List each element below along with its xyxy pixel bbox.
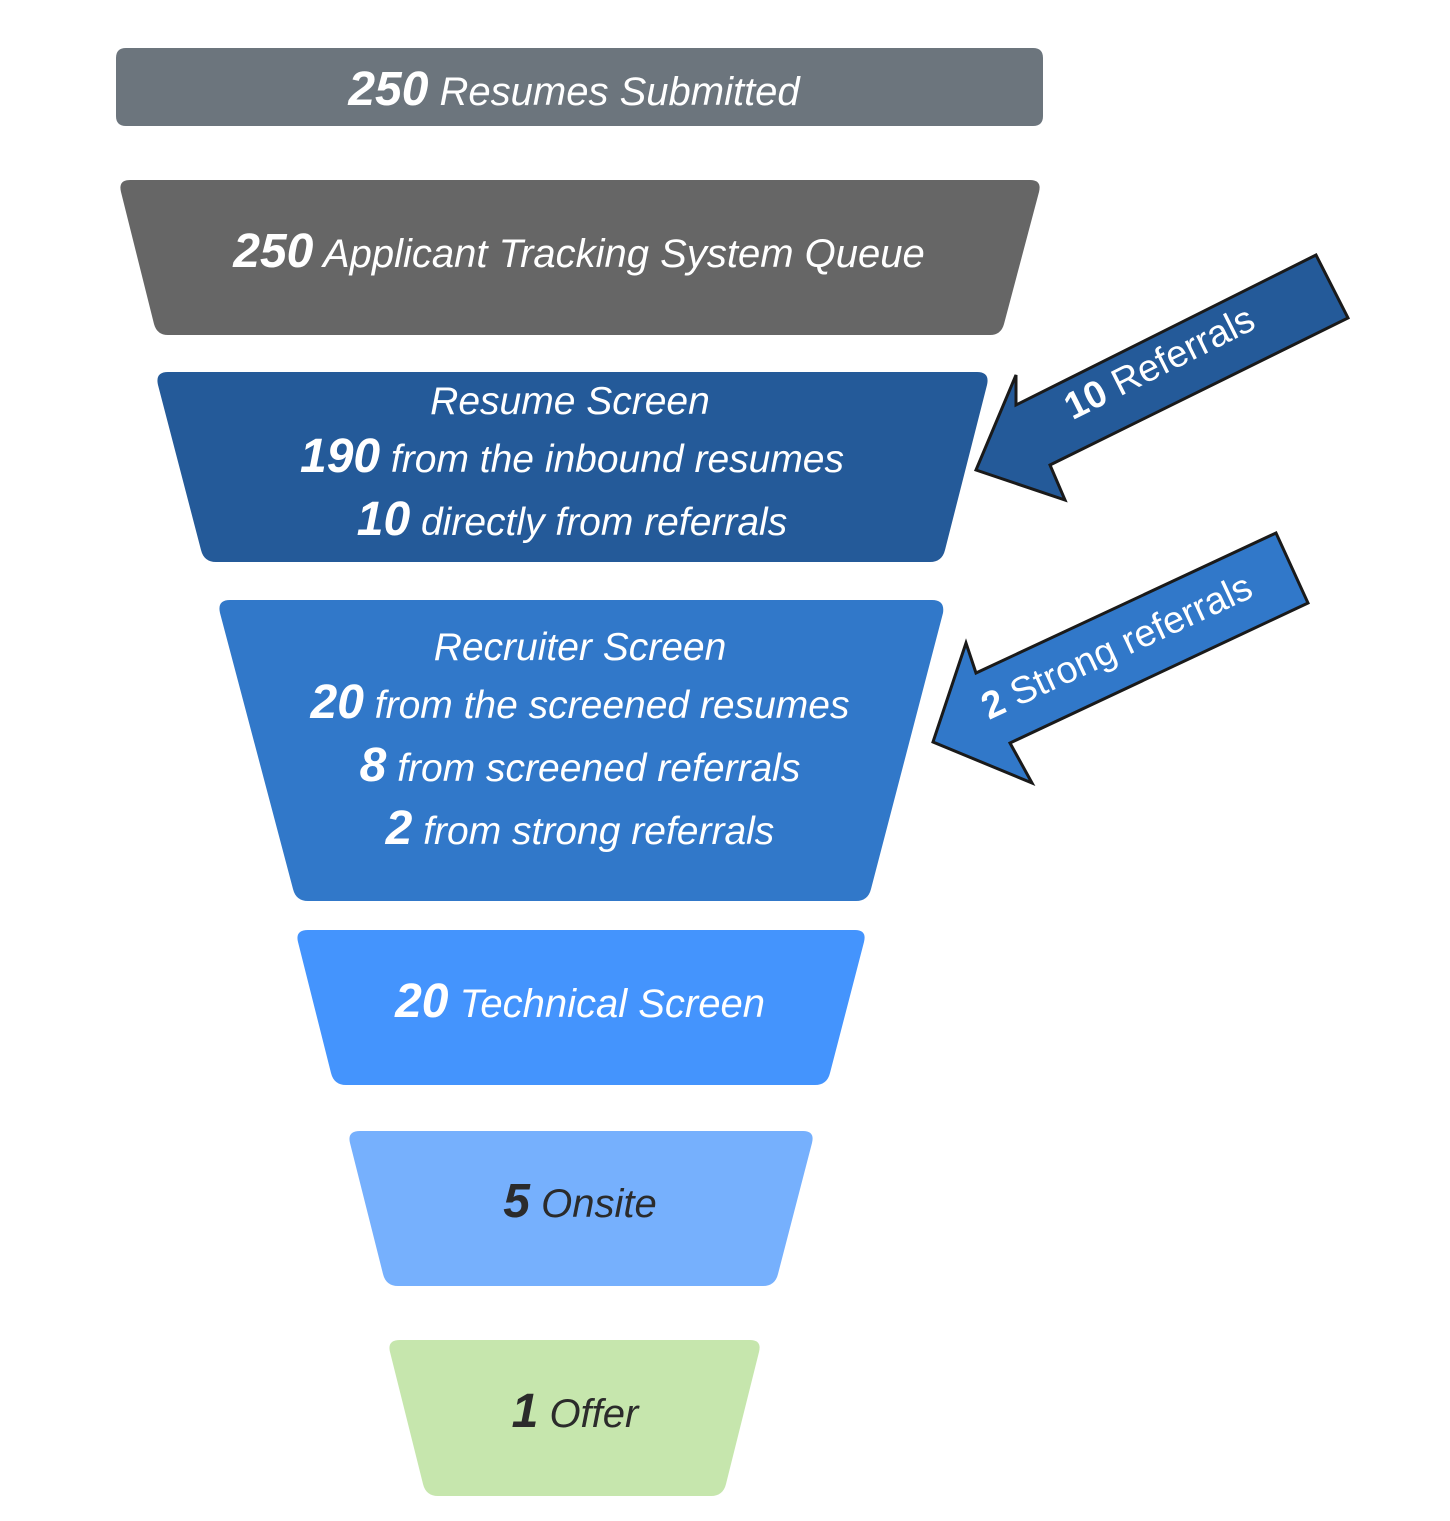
stage-shape — [116, 48, 1043, 126]
stage-detail: 2 from strong referrals — [385, 802, 775, 855]
stage-resumes-submitted: 250 Resumes Submitted — [116, 48, 1043, 126]
stage-title: Resume Screen — [430, 380, 710, 423]
stage-title: Resumes Submitted — [428, 70, 801, 114]
stage-count: 1 — [512, 1385, 539, 1438]
arrow-shape — [973, 252, 1351, 503]
stage-shape — [349, 1131, 813, 1286]
stage-title: Applicant Tracking System Queue — [313, 232, 924, 276]
stage-label: 5 Onsite — [503, 1175, 656, 1228]
stage-shape — [120, 180, 1040, 335]
arrow-referrals: 10 Referrals — [973, 252, 1351, 503]
stage-shape — [219, 600, 944, 901]
stage-detail: 190 from the inbound resumes — [300, 430, 844, 483]
stage-title: Onsite — [530, 1182, 657, 1226]
stage-detail: 8 from screened referrals — [360, 739, 801, 792]
stage-detail-text: from screened referrals — [386, 747, 800, 790]
stage-title: Offer — [538, 1392, 640, 1436]
stage-offer: 1 Offer — [389, 1340, 760, 1496]
stage-count: 250 — [232, 225, 313, 278]
stage-count: 8 — [360, 739, 387, 792]
stage-heading: Recruiter Screen — [434, 626, 727, 669]
stage-count: 5 — [503, 1175, 531, 1228]
stage-detail-text: from the inbound resumes — [380, 438, 844, 481]
stage-detail: 20 from the screened resumes — [310, 676, 850, 729]
arrow-shape — [931, 531, 1310, 787]
stage-resume-screen: Resume Screen 190 from the inbound resum… — [157, 372, 988, 562]
stage-shape — [297, 930, 865, 1085]
stage-shape — [389, 1340, 760, 1496]
stage-count: 190 — [300, 430, 380, 483]
stage-recruiter-screen: Recruiter Screen 20 from the screened re… — [219, 600, 944, 901]
stage-detail-text: directly from referrals — [410, 501, 787, 544]
stage-title: Recruiter Screen — [434, 626, 727, 669]
stage-count: 250 — [347, 63, 428, 116]
stage-onsite: 5 Onsite — [349, 1131, 813, 1286]
stage-label: 1 Offer — [512, 1385, 640, 1438]
stage-detail-text: from strong referrals — [412, 810, 774, 853]
stage-label: 20 Technical Screen — [394, 975, 765, 1028]
stage-title: Technical Screen — [448, 982, 764, 1026]
arrow-strong-referrals: 2 Strong referrals — [931, 531, 1310, 787]
stage-label: 250 Resumes Submitted — [347, 63, 801, 116]
stage-detail: 10 directly from referrals — [357, 493, 787, 546]
stage-count: 10 — [357, 493, 411, 546]
stage-detail-text: from the screened resumes — [364, 684, 850, 727]
stage-shape — [157, 372, 988, 562]
stage-label: 250 Applicant Tracking System Queue — [232, 225, 924, 278]
stage-count: 20 — [394, 975, 449, 1028]
stage-ats-queue: 250 Applicant Tracking System Queue — [120, 180, 1040, 335]
stage-count: 2 — [385, 802, 413, 855]
stage-heading: Resume Screen — [430, 380, 710, 423]
stage-technical-screen: 20 Technical Screen — [297, 930, 865, 1085]
stage-count: 20 — [310, 676, 365, 729]
